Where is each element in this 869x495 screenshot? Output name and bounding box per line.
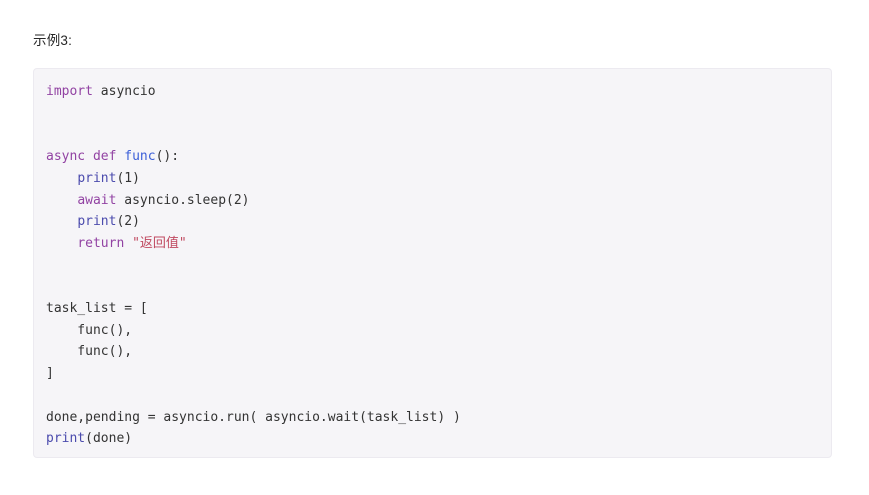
code-token-plain [124, 236, 132, 251]
code-token-plain: (2) [116, 214, 140, 230]
code-token-str: "返回值" [132, 235, 187, 251]
code-line: await asyncio.sleep(2) [46, 190, 831, 212]
code-line: async def func(): [46, 146, 831, 168]
code-line: print(2) [46, 211, 831, 233]
code-token-builtin: print [77, 170, 117, 186]
code-token-plain: done,pending = asyncio.run( asyncio.wait… [46, 409, 461, 425]
code-line: done,pending = asyncio.run( asyncio.wait… [46, 407, 831, 429]
code-token-plain: task_list = [ [46, 301, 148, 317]
section-heading: 示例3: [33, 33, 73, 48]
code-line [46, 255, 831, 277]
code-line: func(), [46, 320, 831, 342]
code-token-plain [46, 236, 77, 251]
code-content[interactable]: import asyncio async def func(): print(1… [34, 69, 831, 450]
code-token-plain: (1) [116, 170, 140, 186]
code-token-plain: asyncio [92, 84, 156, 99]
code-token-plain: func(), [46, 344, 133, 360]
code-token-plain: ] [46, 366, 54, 382]
code-token-kw: await [77, 192, 117, 208]
code-line: import asyncio [46, 81, 831, 103]
code-token-plain: (done) [85, 431, 133, 447]
code-line [46, 385, 831, 407]
code-token-builtin: print [77, 214, 117, 230]
code-line [46, 124, 831, 146]
code-line: print(done) [46, 428, 831, 450]
code-token-kw: return [77, 235, 125, 251]
code-token-fn: func [124, 149, 156, 165]
code-token-plain: func(), [46, 322, 133, 338]
code-token-kw: async def [46, 149, 117, 165]
code-line: return "返回值" [46, 233, 831, 255]
code-token-plain: (): [155, 149, 180, 165]
code-token-plain [46, 214, 77, 229]
code-line: func(), [46, 341, 831, 363]
code-block: import asyncio async def func(): print(1… [33, 68, 832, 458]
code-token-builtin: print [46, 431, 86, 447]
code-line: task_list = [ [46, 298, 831, 320]
code-line: ] [46, 363, 831, 385]
code-line [46, 276, 831, 298]
code-token-plain [46, 193, 77, 208]
code-token-kw: import [46, 84, 93, 99]
code-token-plain [46, 171, 77, 186]
code-line [46, 103, 831, 125]
code-line: print(1) [46, 168, 831, 190]
code-token-plain: asyncio.sleep(2) [116, 192, 250, 208]
